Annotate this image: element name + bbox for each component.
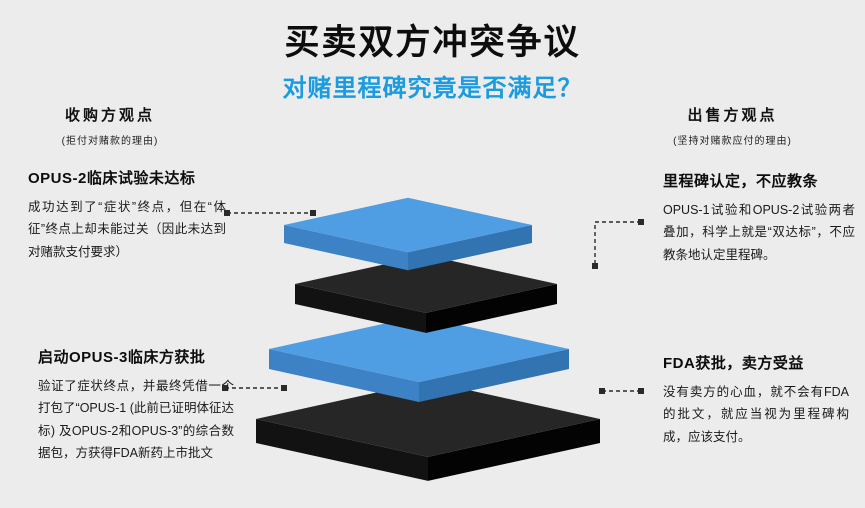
layer-4-black-top-face — [256, 381, 600, 457]
connector-right-bottom-endpoint — [638, 388, 644, 394]
layer-3-blue-left-face — [269, 349, 419, 402]
seller-argument-1: 里程碑认定，不应教条 OPUS-1试验和OPUS-2试验两者叠加，科学上就是“双… — [663, 170, 855, 266]
seller-viewpoint-title: 出售方观点 — [687, 107, 778, 124]
connector-left-top-endpoint — [310, 210, 316, 216]
buyer-argument-2-title: 启动OPUS-3临床方获批 — [38, 349, 206, 366]
buyer-viewpoint-title: 收购方观点 — [64, 107, 155, 124]
connector-left-bottom-endpoint — [222, 385, 228, 391]
layer-2-black-top-face — [295, 255, 557, 313]
connector-right-top-endpoint — [638, 219, 644, 225]
layer-1-blue-left-face — [284, 225, 408, 271]
layer-2-black-left-face — [295, 284, 426, 333]
layer-3-blue-top-face — [269, 316, 569, 382]
seller-argument-1-body: OPUS-1试验和OPUS-2试验两者叠加，科学上就是“双达标”，不应教条地认定… — [663, 203, 855, 262]
layer-2-black-right-face — [426, 284, 557, 333]
connector-left-bottom-endpoint — [281, 385, 287, 391]
seller-argument-2-title: FDA获批，卖方受益 — [663, 355, 804, 372]
buyer-argument-2-body: 验证了症状终点，并最终凭借一个打包了“OPUS-1 (此前已证明体征达标) 及O… — [38, 379, 234, 460]
buyer-argument-1-title: OPUS-2临床试验未达标 — [28, 170, 196, 187]
connector-left-top-endpoint — [224, 210, 230, 216]
seller-argument-2: FDA获批，卖方受益 没有卖方的心血，就不会有FDA的批文，就应当视为里程碑构成… — [663, 352, 849, 448]
layer-4-black-left-face — [256, 419, 428, 481]
seller-argument-2-body: 没有卖方的心血，就不会有FDA的批文，就应当视为里程碑构成，应该支付。 — [663, 385, 849, 444]
connector-right-top-endpoint — [592, 263, 598, 269]
seller-viewpoint-subtitle: (坚持对赌款应付的理由) — [673, 136, 792, 147]
buyer-viewpoint-header: 收购方观点 (拒付对赌款的理由) — [30, 104, 190, 147]
seller-viewpoint-header: 出售方观点 (坚持对赌款应付的理由) — [640, 104, 825, 147]
layer-1-blue-top-face — [284, 197, 532, 253]
buyer-viewpoint-subtitle: (拒付对赌款的理由) — [61, 136, 159, 147]
connector-right-top — [594, 221, 641, 266]
layer-4-black-right-face — [428, 419, 600, 481]
buyer-argument-1-body: 成功达到了“症状”终点，但在“体征”终点上却未能过关（因此未达到对赌款支付要求） — [28, 200, 226, 259]
buyer-argument-2: 启动OPUS-3临床方获批 验证了症状终点，并最终凭借一个打包了“OPUS-1 … — [38, 346, 234, 464]
page-title: 买卖双方冲突争议 — [284, 23, 581, 62]
buyer-argument-1: OPUS-2临床试验未达标 成功达到了“症状”终点，但在“体征”终点上却未能过关… — [28, 167, 226, 263]
layer-3-blue-right-face — [419, 349, 569, 402]
layer-1-blue-right-face — [408, 225, 532, 271]
seller-argument-1-title: 里程碑认定，不应教条 — [663, 173, 819, 190]
connector-right-bottom-endpoint — [599, 388, 605, 394]
page-subtitle: 对赌里程碑究竟是否满足？ — [282, 75, 583, 102]
